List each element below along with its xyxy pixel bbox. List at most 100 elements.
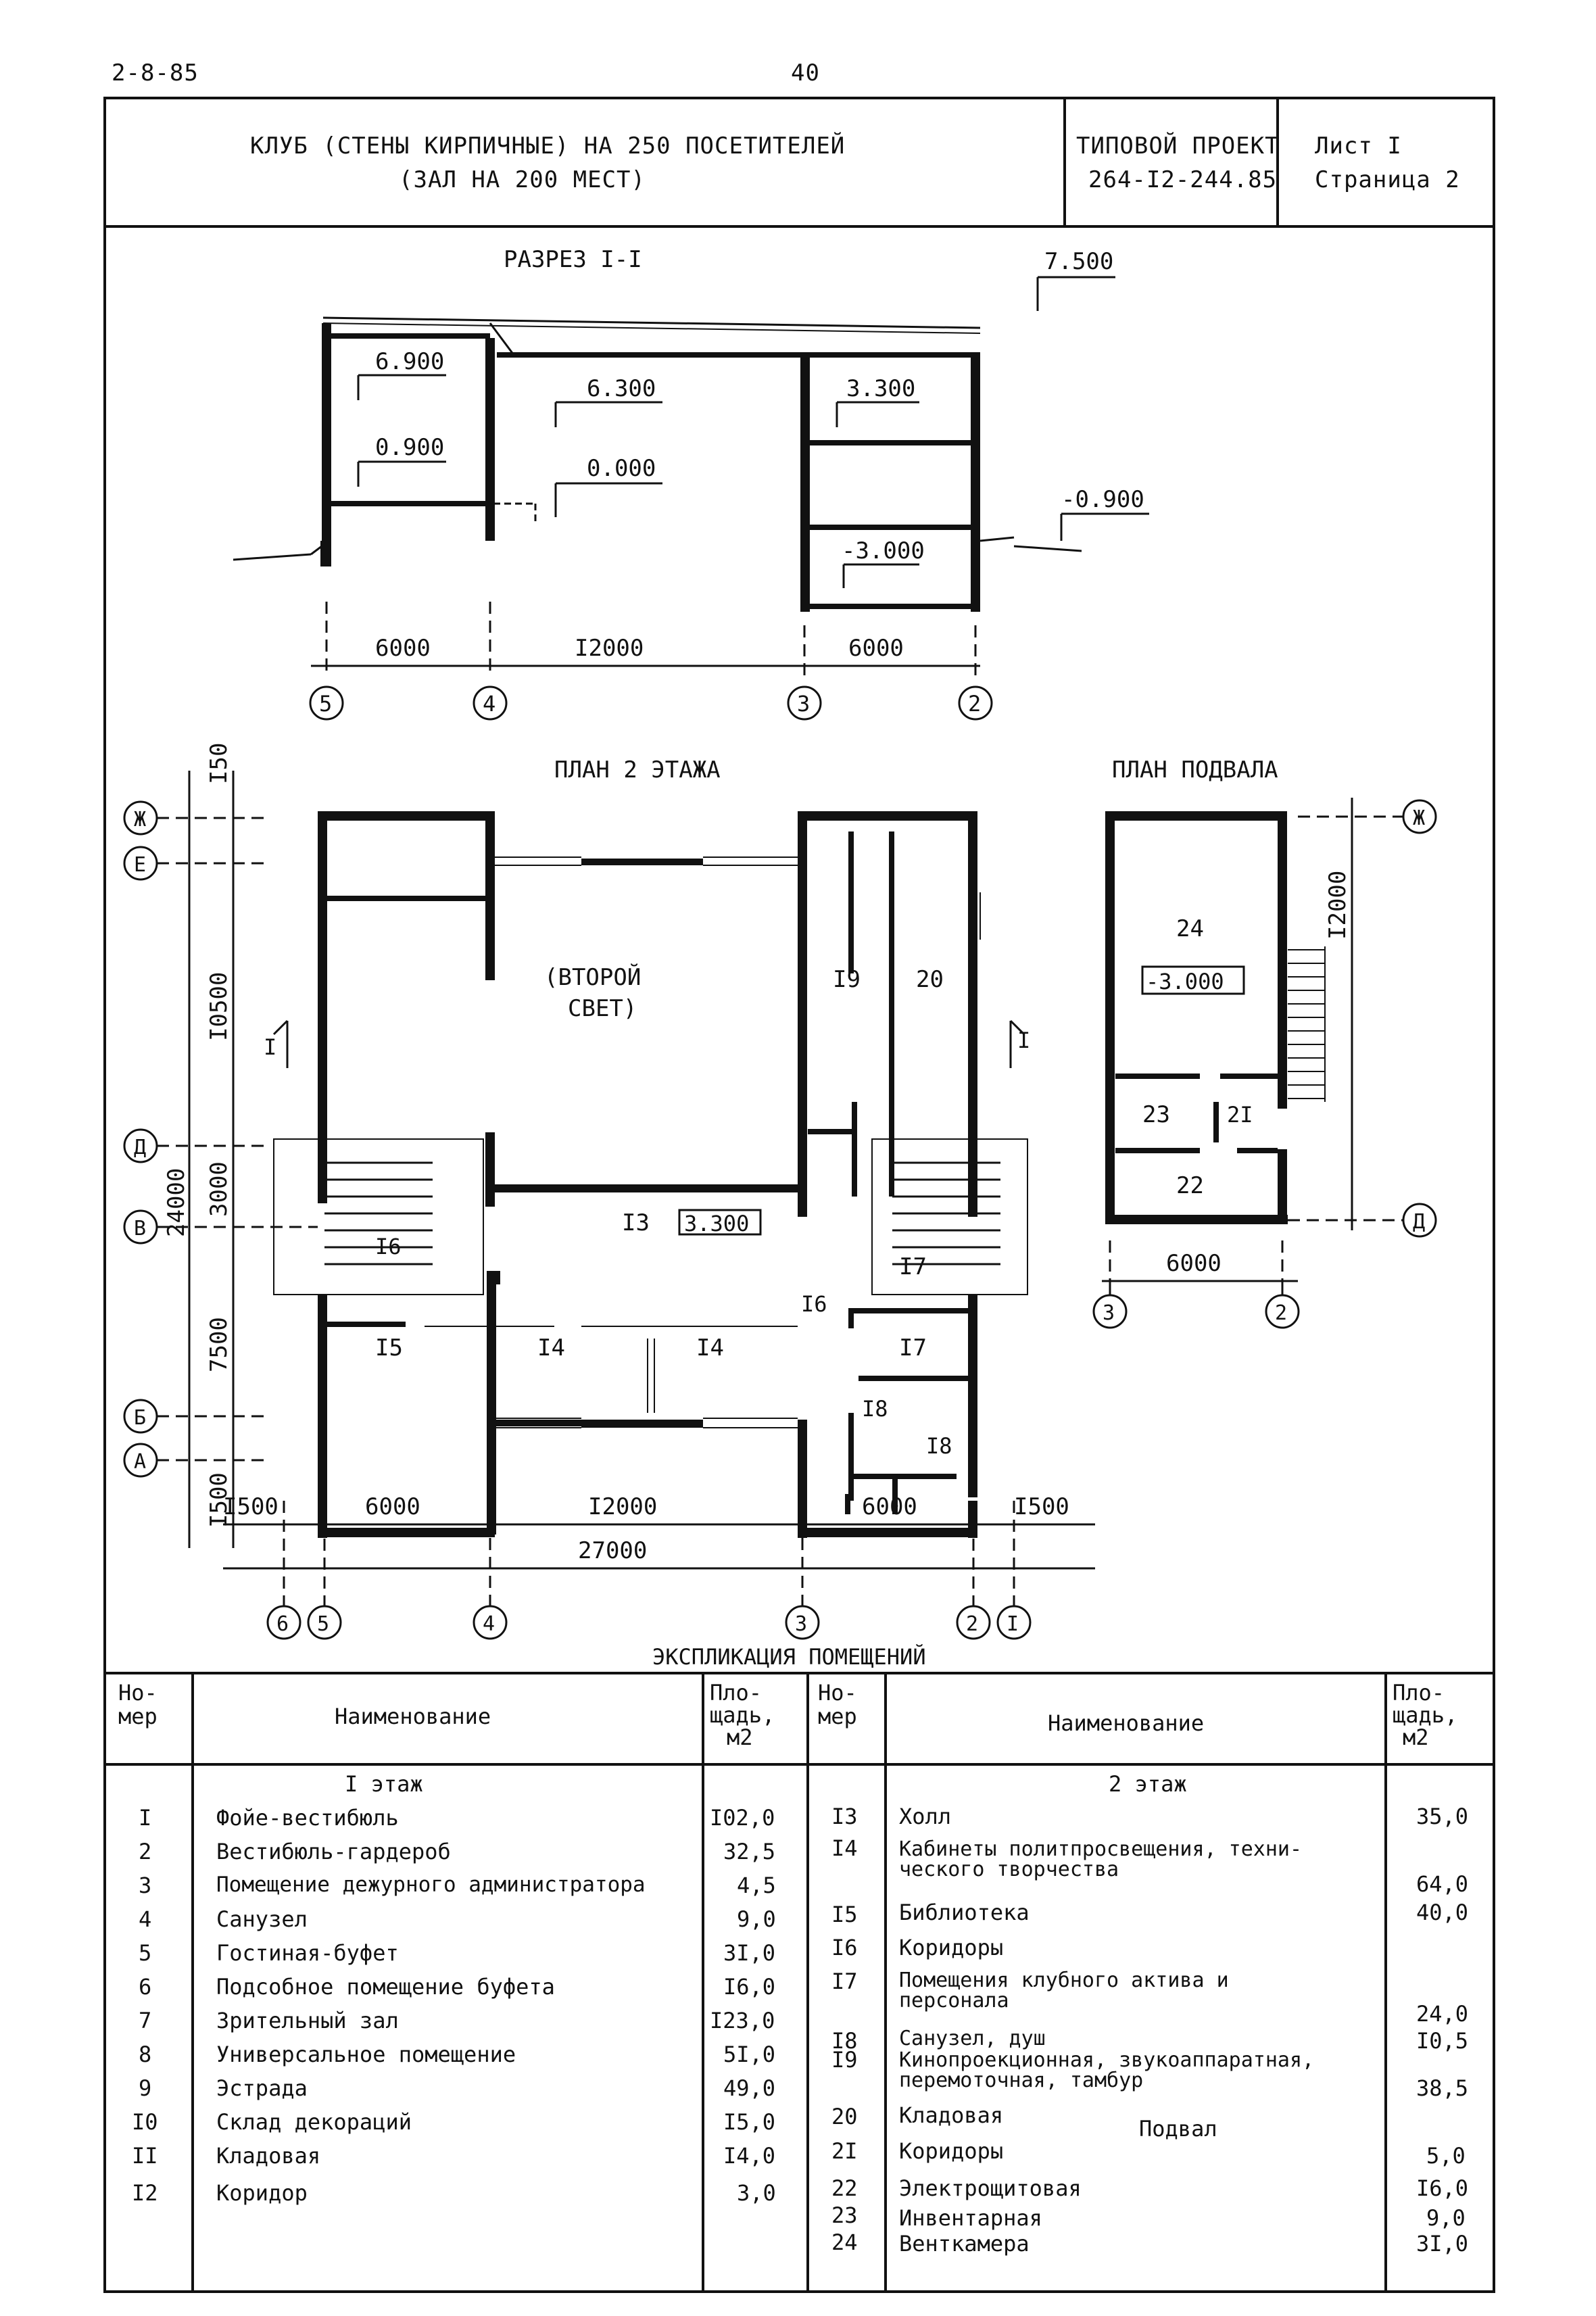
basement-axis-zh: Ж <box>1413 806 1425 830</box>
row-22-num: 22 <box>831 2175 858 2201</box>
row-17-area: 24,0 <box>1416 2001 1469 2027</box>
row-4-name: Санузел <box>216 1906 308 1932</box>
axis-d-label: Д <box>134 1136 146 1159</box>
row-3-name: Помещение дежурного администратора <box>216 1873 646 1897</box>
room-17a-label: I7 <box>899 1253 927 1280</box>
level-6900: 6.900 <box>375 348 444 375</box>
section-basement: Подвал <box>1139 2116 1217 2142</box>
row-15-name: Библиотека <box>899 1900 1030 1925</box>
section-floor-1: I этаж <box>345 1771 423 1797</box>
level-3300: 3.300 <box>846 375 915 402</box>
room-16a-label: I6 <box>375 1234 402 1259</box>
axis-b-label: Б <box>134 1406 146 1430</box>
row-2-area: 32,5 <box>723 1839 776 1864</box>
cut-mark-right: I <box>1017 1028 1030 1053</box>
hdr-area-right-1: Пло- <box>1393 1680 1445 1706</box>
axis-1-label: I <box>1007 1612 1019 1636</box>
hdr-name-left: Наименование <box>335 1704 491 1729</box>
hdr-area-left-3: м2 <box>727 1724 753 1750</box>
level-minus-0900: -0.900 <box>1061 486 1144 513</box>
level-7500: 7.500 <box>1044 248 1113 275</box>
row-17-name-2: персонала <box>899 1989 1009 2012</box>
row-3-area: 4,5 <box>737 1873 776 1898</box>
hdr-name-right: Наименование <box>1048 1710 1205 1736</box>
section-dim-1: 6000 <box>375 635 431 662</box>
axis-3b-label: 3 <box>795 1612 807 1636</box>
row-24-num: 24 <box>831 2229 858 2255</box>
section-dim-3: 6000 <box>848 635 904 662</box>
section-title: РАЗРЕЗ I-I <box>504 246 642 273</box>
row-23-area: 9,0 <box>1426 2205 1466 2231</box>
row-21-num: 2I <box>831 2138 858 2164</box>
row-22-area: I6,0 <box>1416 2175 1469 2201</box>
basement-axis-3: 3 <box>1103 1301 1115 1325</box>
row-15-num: I5 <box>831 1902 858 1927</box>
row-6-num: 6 <box>139 1974 152 2000</box>
row-16-name: Коридоры <box>899 1935 1004 1960</box>
row-12-name: Коридор <box>216 2180 308 2206</box>
row-9-name: Эстрада <box>216 2075 308 2101</box>
row-19-name-2: перемоточная, тамбур <box>899 2069 1144 2092</box>
row-20-name: Кладовая <box>899 2102 1004 2128</box>
project-number: 264-I2-244.85 <box>1088 166 1278 193</box>
axis-a-label: А <box>134 1450 146 1474</box>
row-10-name: Склад декораций <box>216 2109 412 2135</box>
row-4-num: 4 <box>139 1906 152 1932</box>
h-dim-12000: I2000 <box>588 1493 657 1520</box>
sheet-number: Лист I <box>1315 132 1402 160</box>
basement-title: ПЛАН ПОДВАЛА <box>1112 756 1278 783</box>
row-8-area: 5I,0 <box>723 2042 776 2067</box>
title-line-2: (ЗАЛ НА 200 МЕСТ) <box>399 166 646 193</box>
row-4-area: 9,0 <box>737 1906 776 1932</box>
row-7-num: 7 <box>139 2008 152 2033</box>
hdr-area-right-3: м2 <box>1403 1724 1429 1750</box>
row-24-area: 3I,0 <box>1416 2231 1469 2257</box>
floor-plan-2: ПЛАН 2 ЭТАЖА <box>123 744 1095 1640</box>
row-2-num: 2 <box>139 1839 152 1864</box>
row-1-name: Фойе-вестибюль <box>216 1805 399 1831</box>
room-18a-label: I8 <box>862 1396 888 1422</box>
v-dim-24000: 24000 <box>163 1168 190 1237</box>
axis-2b-label: 2 <box>966 1612 978 1636</box>
v-dim-10500: I0500 <box>205 972 233 1041</box>
row-5-num: 5 <box>139 1940 152 1966</box>
basement-axis-d: Д <box>1413 1210 1425 1234</box>
v-dim-7500: 7500 <box>205 1317 233 1372</box>
row-13-area: 35,0 <box>1416 1804 1469 1829</box>
basement-dim-v: I2000 <box>1324 871 1351 940</box>
h-dim-total: 27000 <box>578 1537 647 1564</box>
v-dim-1500-bottom: I500 <box>205 1472 233 1528</box>
row-5-area: 3I,0 <box>723 1940 776 1966</box>
axis-4-label: 4 <box>483 691 495 717</box>
basement-axes: 3 2 <box>1092 1284 1300 1329</box>
row-11-name: Кладовая <box>216 2143 321 2169</box>
row-14-num: I4 <box>831 1835 858 1861</box>
axis-e-label: Е <box>134 853 146 877</box>
v-dim-1500-top: I500 <box>205 744 233 784</box>
project-label: ТИПОВОЙ ПРОЕКТ <box>1076 132 1280 160</box>
row-19-num: I9 <box>831 2047 858 2073</box>
axis-3-label: 3 <box>797 691 810 717</box>
axis-6-label: 6 <box>276 1612 289 1636</box>
row-17-num: I7 <box>831 1969 858 1994</box>
row-23-num: 23 <box>831 2202 858 2228</box>
row-9-num: 9 <box>139 2075 152 2101</box>
row-11-area: I4,0 <box>723 2143 776 2169</box>
h-dim-6000-left: 6000 <box>365 1493 420 1520</box>
room-13-label: I3 <box>622 1209 650 1236</box>
axis-v-label: В <box>134 1217 146 1240</box>
page-label: Страница 2 <box>1315 166 1460 193</box>
row-3-num: 3 <box>139 1873 152 1898</box>
row-12-area: 3,0 <box>737 2180 776 2206</box>
row-19-name: Кинопроекционная, звукоаппаратная, <box>899 2048 1315 2072</box>
row-16-num: I6 <box>831 1935 858 1960</box>
title-line-1: КЛУБ (СТЕНЫ КИРПИЧНЫЕ) НА 250 ПОСЕТИТЕЛЕ… <box>250 132 846 160</box>
row-6-area: I6,0 <box>723 1974 776 2000</box>
row-9-area: 49,0 <box>723 2075 776 2101</box>
row-7-area: I23,0 <box>710 2008 775 2033</box>
row-21-name: Коридоры <box>899 2138 1004 2164</box>
row-10-num: I0 <box>132 2109 158 2135</box>
basement-plan: ПЛАН ПОДВАЛА 24 -3.000 23 2I 22 <box>1102 756 1437 1284</box>
room-15-label: I5 <box>375 1334 403 1361</box>
